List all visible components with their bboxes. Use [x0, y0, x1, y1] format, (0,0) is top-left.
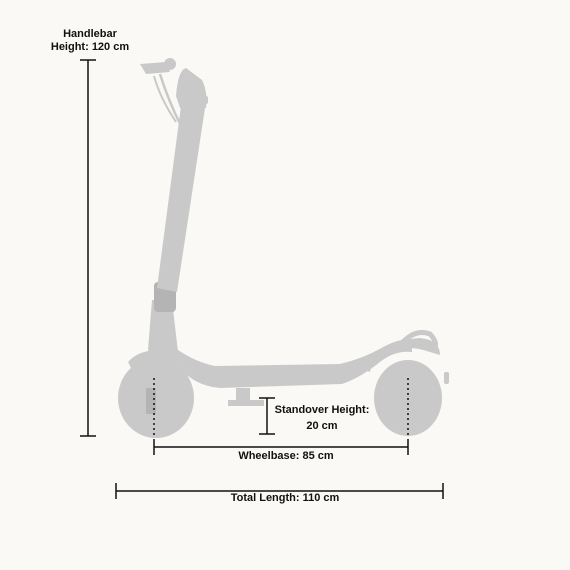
scooter-illustration — [118, 58, 449, 438]
handlebar-height-label-line1: Handlebar — [63, 28, 117, 40]
rear-fender — [365, 338, 440, 372]
rear-light — [444, 372, 449, 384]
brake-cable — [158, 73, 184, 129]
standover-height-label: Standover Height: 20 cm — [264, 404, 380, 433]
handlebar-height-label: Handlebar Height: 120 cm — [40, 28, 140, 54]
total-length-label: Total Length: 110 cm — [230, 492, 340, 504]
handlebar-height-label-line2: Height: 120 cm — [50, 41, 130, 53]
standover-height-label-line1: Standover Height: — [274, 404, 370, 416]
scooter-deck — [175, 339, 412, 388]
fork — [148, 300, 178, 372]
front-brake-disc — [146, 388, 156, 414]
fender-handle — [398, 329, 438, 353]
dimension-lines — [80, 59, 444, 499]
handlebar-grip — [140, 62, 170, 74]
stem — [157, 106, 205, 292]
wheelbase-label: Wheelbase: 85 cm — [206, 450, 366, 463]
bell — [164, 58, 176, 70]
throttle — [196, 96, 208, 104]
standover-height-label-line2: 20 cm — [306, 420, 338, 432]
